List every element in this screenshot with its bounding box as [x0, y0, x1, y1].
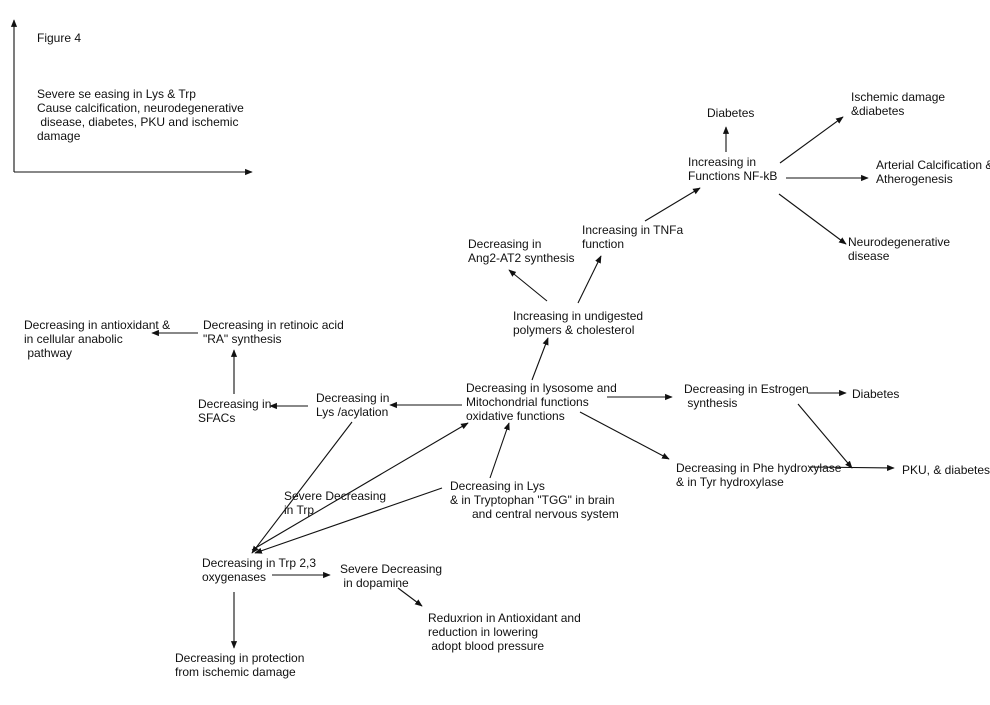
node-line: in cellular anabolic	[24, 332, 123, 346]
arrow-acylation-to-trp23	[251, 421, 353, 554]
node-line: Increasing in undigested	[513, 309, 644, 323]
node-line: Ischemic damage	[851, 90, 946, 104]
node-line: Decreasing in Trp 2,3	[202, 556, 317, 570]
arrow-phe-to-pku	[809, 464, 895, 471]
node-line: from ischemic damage	[175, 665, 296, 679]
node-line: Decreasing in retinoic acid	[203, 318, 344, 332]
node-line: &diabetes	[851, 104, 905, 118]
node-line: & in Tyr hydroxylase	[676, 475, 784, 489]
node-line: Neurodegenerative	[848, 235, 951, 249]
node-line: in Trp	[284, 503, 315, 517]
legend-line: Severe se easing in Lys & Trp	[37, 87, 196, 101]
figure-label: Figure 4	[37, 31, 82, 45]
node-line: Increasing in TNFa	[582, 223, 684, 237]
node-line: Decreasing in Estrogen	[684, 382, 809, 396]
node-line: Increasing in	[688, 155, 757, 169]
node-diabetes-top: Diabetes	[707, 106, 754, 120]
arrow-lys-trp-to-trp23	[254, 487, 443, 554]
node-line: Severe Decreasing	[340, 562, 443, 576]
arrow-nfkb-to-neuro	[778, 193, 847, 245]
node-line: Mitochondrial functions	[466, 395, 589, 409]
node-line: in dopamine	[340, 576, 409, 590]
arrow-tnfa-to-nfkb	[644, 187, 701, 222]
node-line: Ang2-AT2 synthesis	[468, 251, 575, 265]
arrow-lysosome-to-undigested	[531, 337, 549, 381]
node-retinoic: Decreasing in retinoic acid"RA" synthesi…	[203, 318, 344, 346]
node-line: SFACs	[198, 411, 236, 425]
node-line: Functions NF-kB	[688, 169, 778, 183]
arrow-undigested-to-ang2	[508, 269, 548, 302]
node-line: Diabetes	[852, 387, 900, 401]
node-line: Arterial Calcification &	[876, 158, 990, 172]
node-arterial: Arterial Calcification &Atherogenesis	[876, 158, 990, 186]
node-line: reduction in lowering	[428, 625, 539, 639]
node-line: Decreasing in Lys	[450, 479, 545, 493]
node-line: Decreasing in	[198, 397, 272, 411]
legend-line: Cause calcification, neurodegenerative	[37, 101, 244, 115]
arrow-lysosome-to-phe	[579, 411, 670, 460]
node-line: PKU, & diabetes	[902, 463, 990, 477]
node-antioxidant: Decreasing in antioxidant &in cellular a…	[24, 318, 170, 360]
node-phe: Decreasing in Phe hydroxylase& in Tyr hy…	[676, 461, 841, 489]
node-line: Reduxrion in Antioxidant and	[428, 611, 581, 625]
node-line: oxidative functions	[466, 409, 565, 423]
node-line: Diabetes	[707, 106, 755, 120]
arrow-dopamine-to-reduxrion	[397, 587, 423, 607]
arrow-nfkb-to-ischemic	[779, 116, 844, 164]
node-line: oxygenases	[202, 570, 267, 584]
node-estrogen: Decreasing in Estrogen synthesis	[684, 382, 809, 410]
node-line: & in Tryptophan "TGG" in brain	[450, 493, 615, 507]
node-line: Decreasing in	[316, 391, 390, 405]
node-line: function	[582, 237, 625, 251]
node-ischemic-diabetes: Ischemic damage&diabetes	[851, 90, 945, 118]
node-line: polymers & cholesterol	[513, 323, 635, 337]
node-line: Severe Decreasing	[284, 489, 387, 503]
arrow-severe-trp-to-lysosome	[251, 422, 469, 551]
node-line: adopt blood pressure	[428, 639, 545, 653]
legend-line: damage	[37, 129, 81, 143]
node-line: synthesis	[684, 396, 738, 410]
legend-line: disease, diabetes, PKU and ischemic	[37, 115, 239, 129]
node-diabetes-right: Diabetes	[852, 387, 899, 401]
node-line: Atherogenesis	[876, 172, 953, 186]
arrow-undigested-to-tnfa	[577, 255, 602, 304]
node-line: pathway	[24, 346, 73, 360]
node-line: Lys /acylation	[316, 405, 389, 419]
arrow-lys-trp-to-lysosome	[489, 422, 510, 479]
node-line: disease	[848, 249, 890, 263]
node-pku: PKU, & diabetes	[902, 463, 990, 477]
node-line: Decreasing in protection	[175, 651, 305, 665]
node-line: and central nervous system	[472, 507, 619, 521]
arrow-estrogen-to-pku	[797, 403, 853, 469]
node-line: "RA" synthesis	[203, 332, 282, 346]
node-lys-trp: Decreasing in Lys& in Tryptophan "TGG" i…	[450, 479, 619, 521]
node-line: Decreasing in Phe hydroxylase	[676, 461, 842, 475]
node-line: Decreasing in	[468, 237, 542, 251]
node-line: Decreasing in lysosome and	[466, 381, 617, 395]
node-dopamine: Severe Decreasing in dopamine	[340, 562, 442, 590]
node-line: Decreasing in antioxidant &	[24, 318, 171, 332]
